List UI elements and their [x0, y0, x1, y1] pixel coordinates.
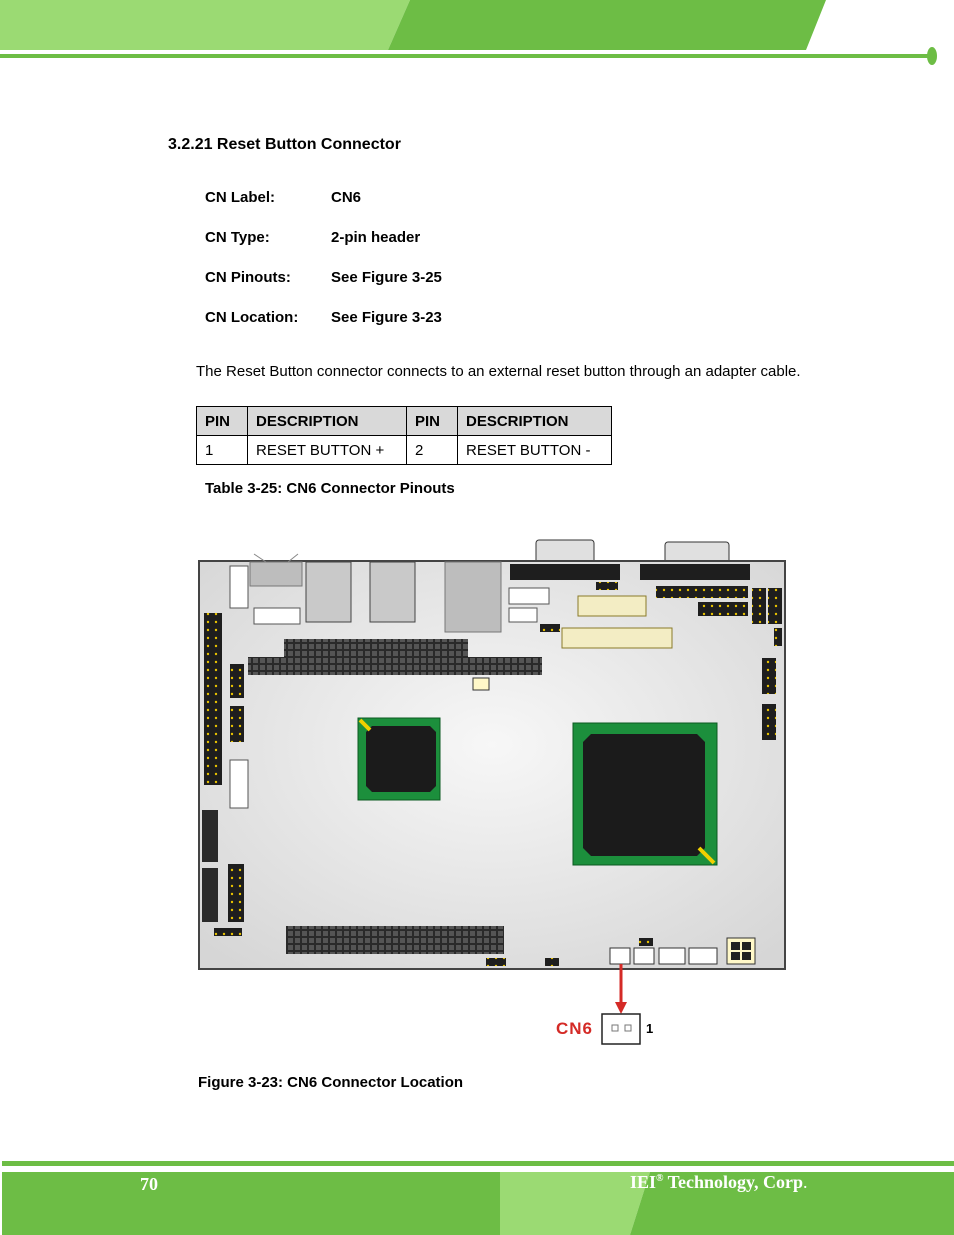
spec-value-cn-type: 2-pin header [331, 229, 421, 246]
table-row: 1 RESET BUTTON + 2 RESET BUTTON - [196, 435, 612, 465]
pin-one-label: 1 [646, 1021, 653, 1036]
body-paragraph: The Reset Button connector connects to a… [196, 363, 801, 380]
section-title: 3.2.21 Reset Button Connector [168, 136, 401, 153]
table-cell: 1 [196, 435, 248, 465]
table-header-cell: DESCRIPTION [457, 406, 612, 436]
table-cell: 2 [406, 435, 458, 465]
board-diagram: CN6 1 [198, 539, 786, 1045]
table-caption: Table 3-25: CN6 Connector Pinouts [205, 480, 455, 497]
figure-caption: Figure 3-23: CN6 Connector Location [198, 1074, 464, 1091]
footer-banner [2, 1161, 954, 1235]
table-header-row: PIN DESCRIPTION PIN DESCRIPTION [196, 406, 612, 436]
brand-dot: . [803, 1172, 808, 1192]
spec-label-cn-label: CN Label: [205, 189, 276, 206]
table-header-cell: PIN [196, 406, 248, 436]
table-cell: RESET BUTTON + [247, 435, 407, 465]
table-header-cell: PIN [406, 406, 458, 436]
spec-value-cn-pinouts: See Figure 3-25 [331, 269, 442, 286]
callout-label: CN6 [556, 1019, 593, 1038]
table-cell: RESET BUTTON - [457, 435, 612, 465]
registered-mark: ® [656, 1173, 664, 1184]
brand-rest: Technology, Corp [663, 1172, 804, 1192]
header-banner [0, 0, 937, 65]
spec-label-cn-type: CN Type: [205, 229, 270, 246]
brand-name: IEI [630, 1172, 657, 1192]
spec-value-cn-label: CN6 [331, 189, 362, 206]
spec-label-cn-location: CN Location: [205, 309, 299, 326]
company-brand: IEI® Technology, Corp. [630, 1172, 808, 1193]
page-number: 70 [140, 1174, 158, 1194]
spec-label-cn-pinouts: CN Pinouts: [205, 269, 291, 286]
spec-value-cn-location: See Figure 3-23 [331, 309, 442, 326]
table-header-cell: DESCRIPTION [247, 406, 407, 436]
pinout-table: PIN DESCRIPTION PIN DESCRIPTION 1 RESET … [196, 406, 612, 465]
